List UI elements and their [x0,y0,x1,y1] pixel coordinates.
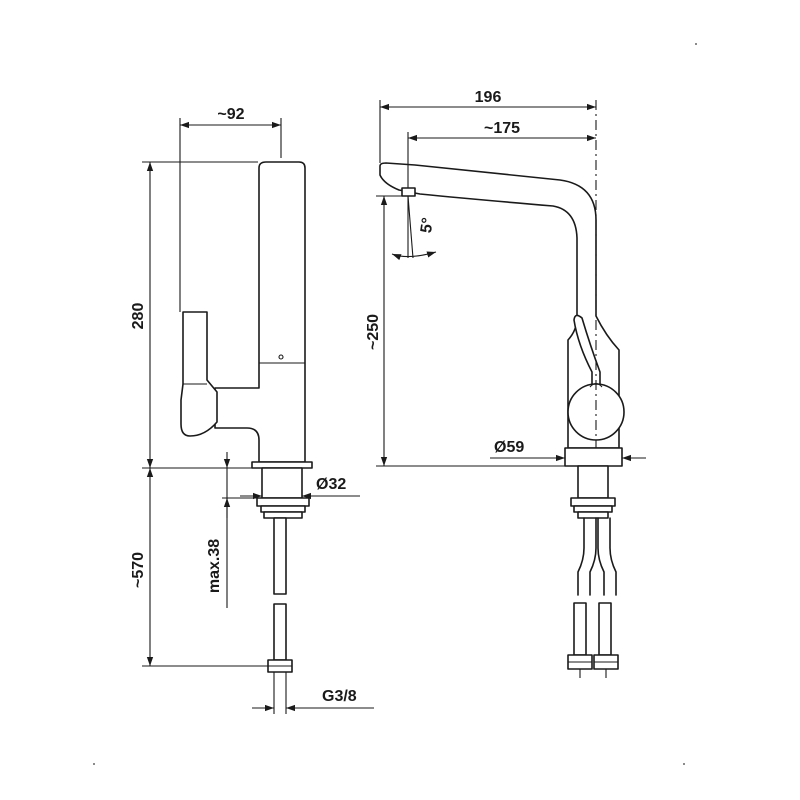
dim-spout-angle-label: 5° [418,217,437,235]
front-view-hose-right-lower [598,602,612,656]
front-view-hose-left-lower [573,602,587,656]
front-view-nut-lower [577,511,609,519]
front-view-base [564,447,623,467]
front-view-hose-left-inner [589,517,597,596]
front-view-aerator [401,187,416,197]
dim-side-height-label: 280 [130,303,147,330]
speck-bottom-left [93,763,95,765]
speck-top-right [695,43,697,45]
side-view-base-ring [251,461,313,469]
side-view-aerator-dot [278,354,284,360]
front-view-nut [573,505,613,513]
dim-angle-slanted [407,195,414,259]
side-view-hose-lower [273,603,287,661]
dim-mount-diameter-label: Ø32 [316,476,346,493]
side-view-hose-upper [273,517,287,595]
front-view-lever [573,314,601,393]
side-view-washer [256,497,310,507]
dim-angle-arc [391,251,437,261]
front-view-cartridge-dial [567,383,625,441]
side-view-nut [260,505,306,513]
side-view: ~92 280 ~570 max.38 Ø32 G3/8 [130,106,374,714]
dim-spout-reach-label: ~175 [484,120,520,137]
dim-worktop-thickness-label: max.38 [206,539,223,593]
front-view-hose-right-outer [609,517,617,596]
dim-side-depth-label: ~92 [217,106,244,123]
front-view: 196 ~175 ~250 5° Ø59 [365,89,646,678]
side-view-nut-lower [263,511,303,519]
front-view-shank [577,465,609,499]
dim-hose-thread-label: G3/8 [322,688,357,705]
side-view-lever [180,311,218,437]
dim-hose-length-label: ~570 [130,552,147,588]
side-view-body [214,161,306,463]
speck-bottom-right [683,763,685,765]
dim-outlet-height-label: ~250 [365,314,382,350]
front-view-hose-right-inner [597,517,605,596]
front-view-hose-left-outer [577,517,585,596]
side-view-mount-shank [261,467,303,499]
front-view-washer [570,497,616,507]
dim-base-diameter-label: Ø59 [494,439,524,456]
dim-front-width-label: 196 [475,89,502,106]
